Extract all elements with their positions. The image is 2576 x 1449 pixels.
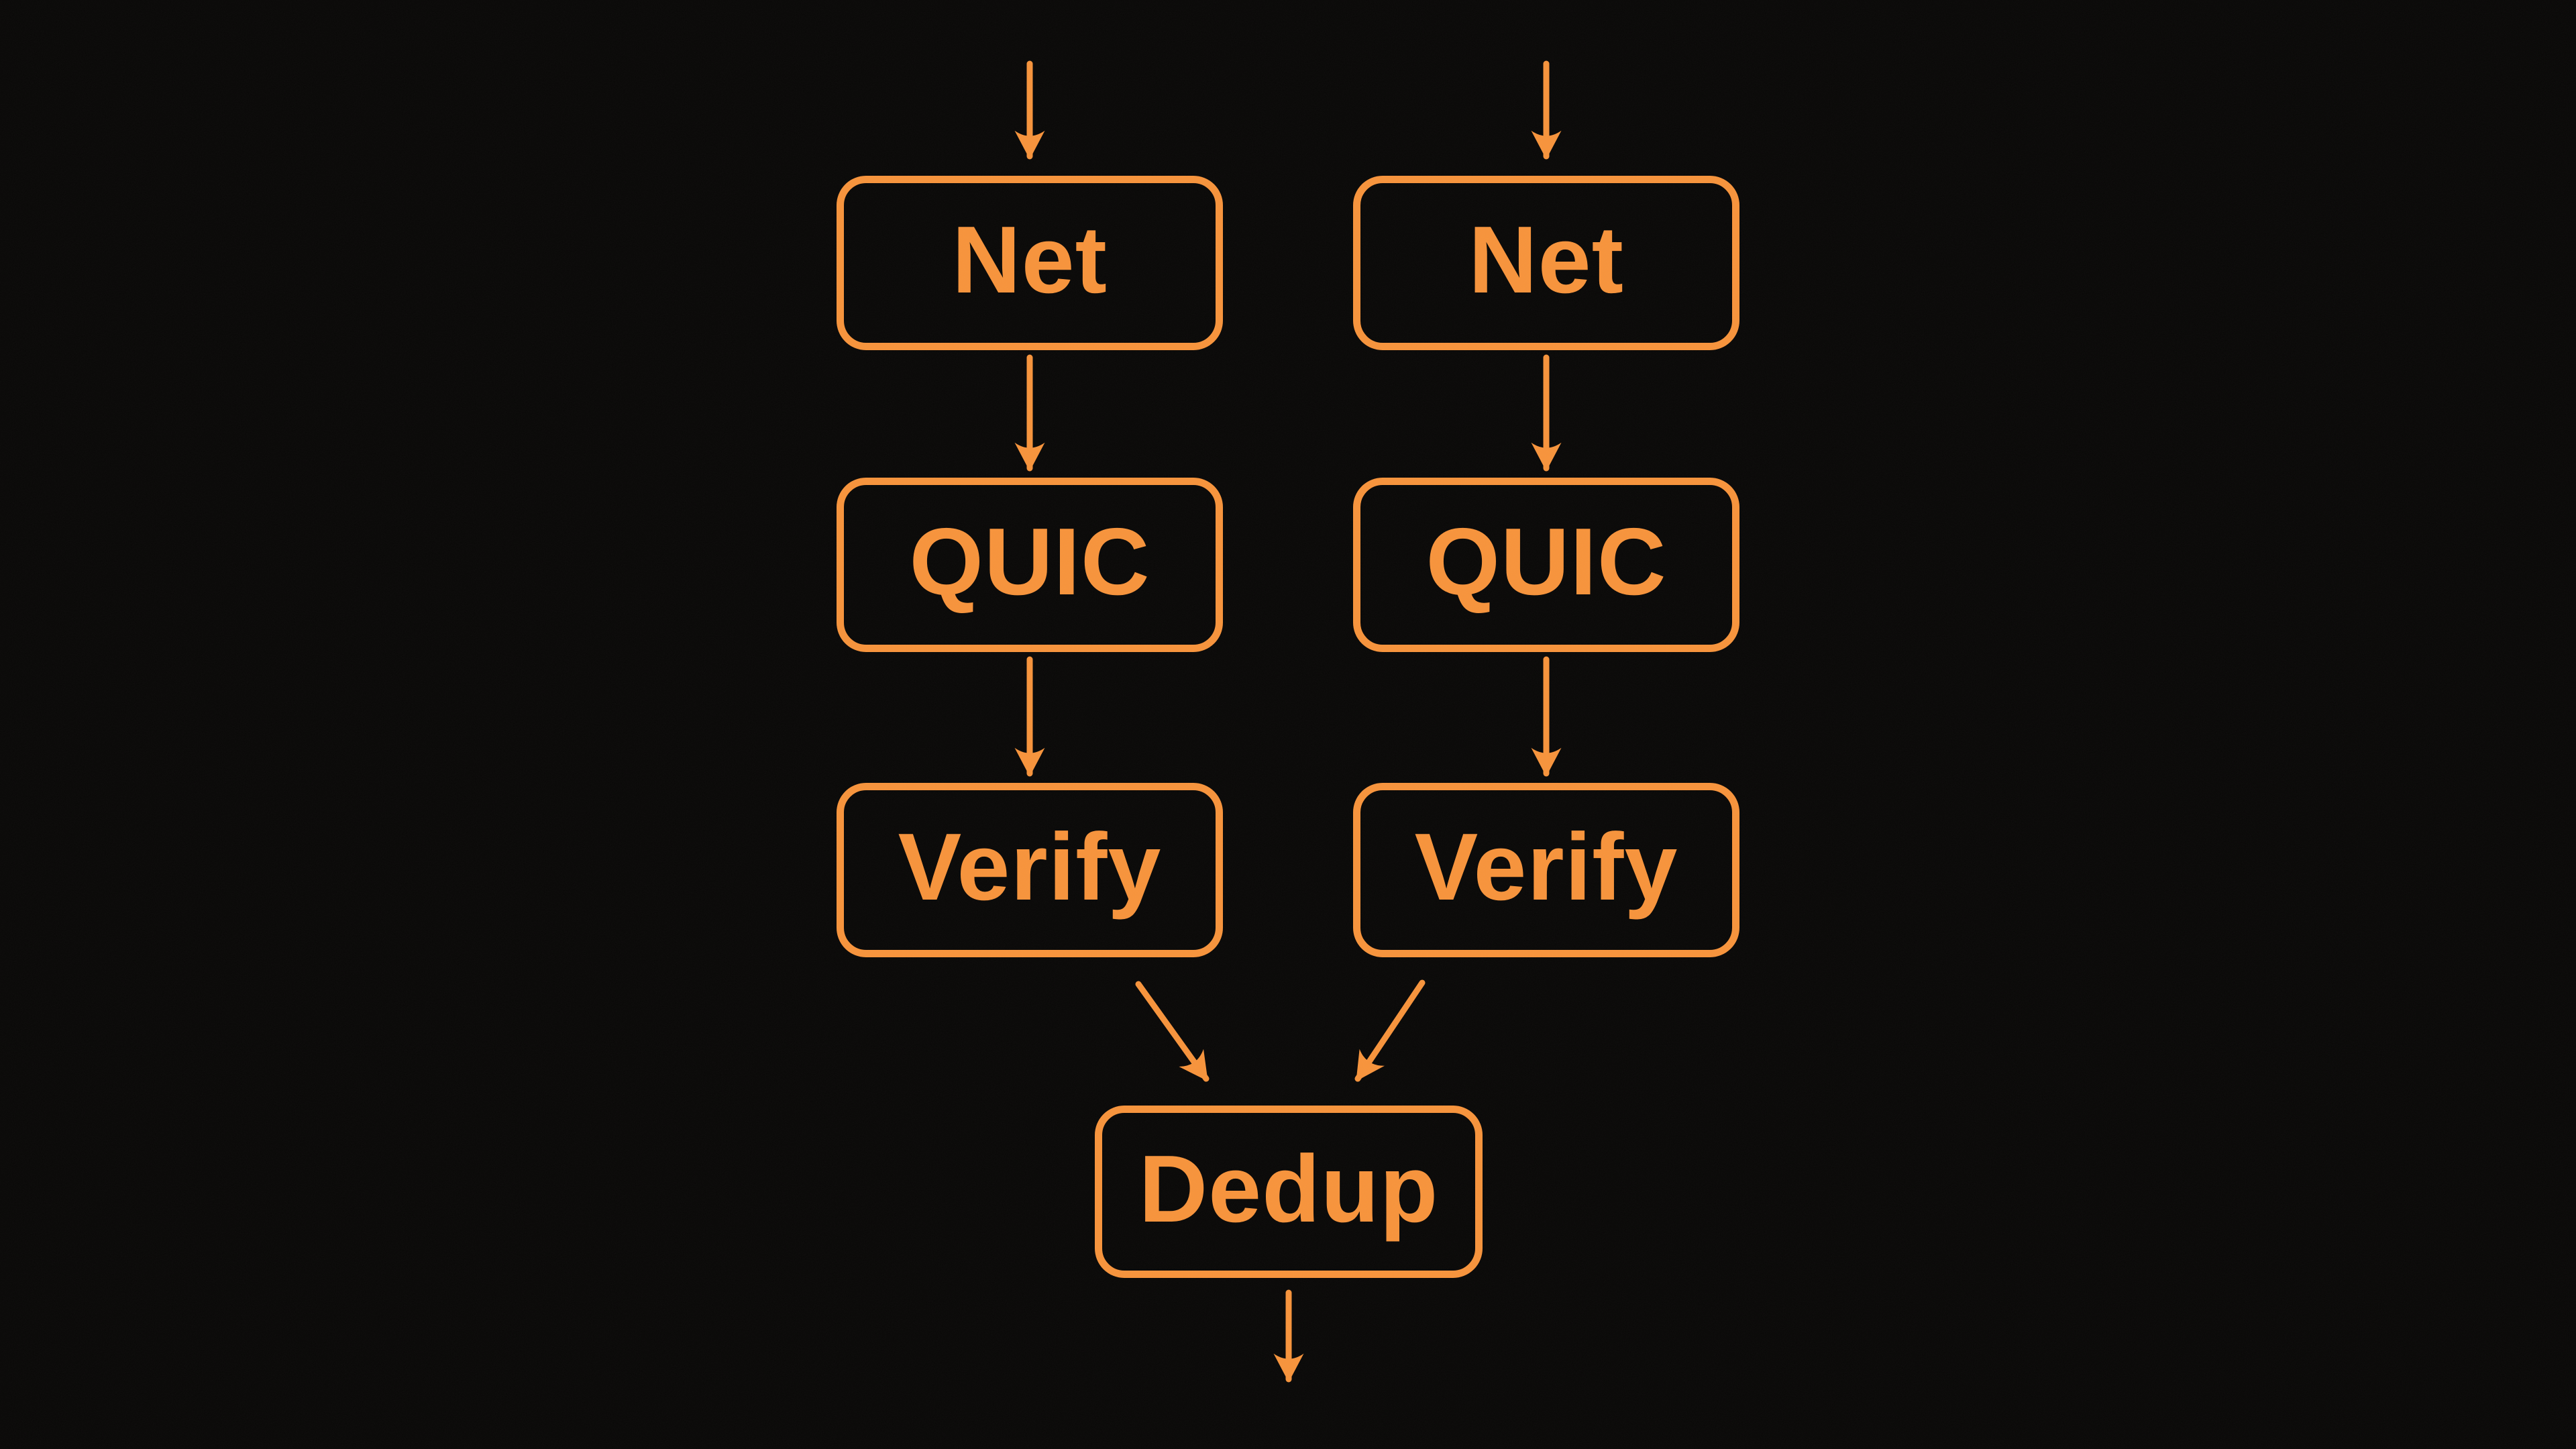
node-net-right: Net xyxy=(1353,176,1739,350)
node-net-right-label: Net xyxy=(1468,207,1624,313)
node-quic-right-label: QUIC xyxy=(1426,508,1667,615)
arrow-verify-right-to-dedup xyxy=(1354,979,1426,1082)
node-quic-left: QUIC xyxy=(837,478,1223,652)
node-verify-right: Verify xyxy=(1353,783,1739,957)
node-dedup-label: Dedup xyxy=(1138,1135,1439,1242)
node-verify-right-label: Verify xyxy=(1414,814,1678,920)
node-quic-left-label: QUIC xyxy=(909,508,1150,615)
node-verify-left: Verify xyxy=(837,783,1223,957)
node-net-left: Net xyxy=(837,176,1223,350)
node-verify-left-label: Verify xyxy=(898,814,1162,920)
node-net-left-label: Net xyxy=(952,207,1108,313)
arrow-verify-left-to-dedup xyxy=(1135,981,1210,1082)
node-quic-right: QUIC xyxy=(1353,478,1739,652)
node-dedup: Dedup xyxy=(1095,1106,1483,1278)
